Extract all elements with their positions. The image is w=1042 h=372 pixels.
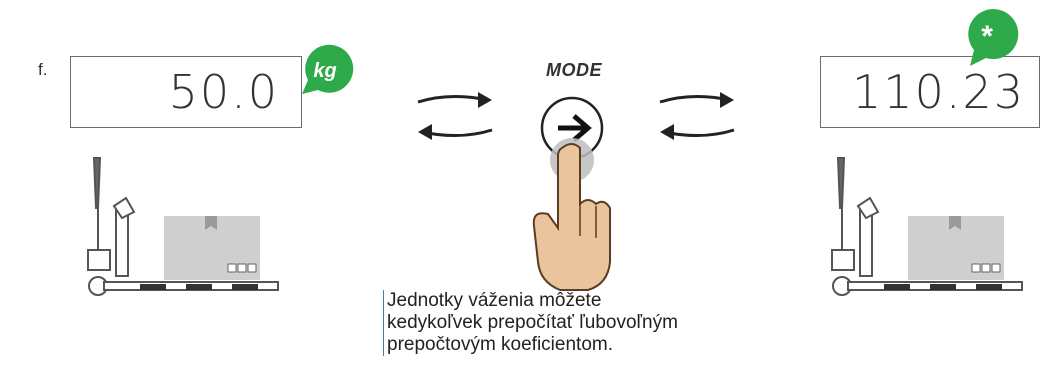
caption: Jednotky váženia môžete kedykoľvek prepo… <box>383 290 767 356</box>
caption-line-1: Jednotky váženia môžete <box>387 290 602 311</box>
star-badge-icon: * <box>968 9 1019 66</box>
step-label: f. <box>38 60 48 79</box>
hand-icon <box>532 143 611 291</box>
kg-badge-icon: kg <box>302 44 354 94</box>
weight-display-right: 110.23 <box>820 56 1040 128</box>
exchange-arrows-right-icon <box>659 92 735 140</box>
caption-line-3: prepočtovým koeficientom. <box>387 334 613 355</box>
weight-display-left: 50.0 <box>70 56 302 128</box>
pallet-scale-left-icon <box>87 157 279 296</box>
arrow-right-icon <box>558 114 592 142</box>
kg-badge-label: kg <box>313 60 336 82</box>
star-badge-label: * <box>980 20 993 53</box>
pallet-scale-right-icon <box>831 157 1023 296</box>
caption-line-2: kedykoľvek prepočítať ľubovoľným <box>387 312 678 333</box>
weight-value-left: 50.0 <box>168 65 279 119</box>
mode-button-press <box>532 96 611 291</box>
mode-label: MODE <box>546 60 602 80</box>
weight-value-right: 110.23 <box>852 65 1025 119</box>
exchange-arrows-left-icon <box>417 92 493 140</box>
